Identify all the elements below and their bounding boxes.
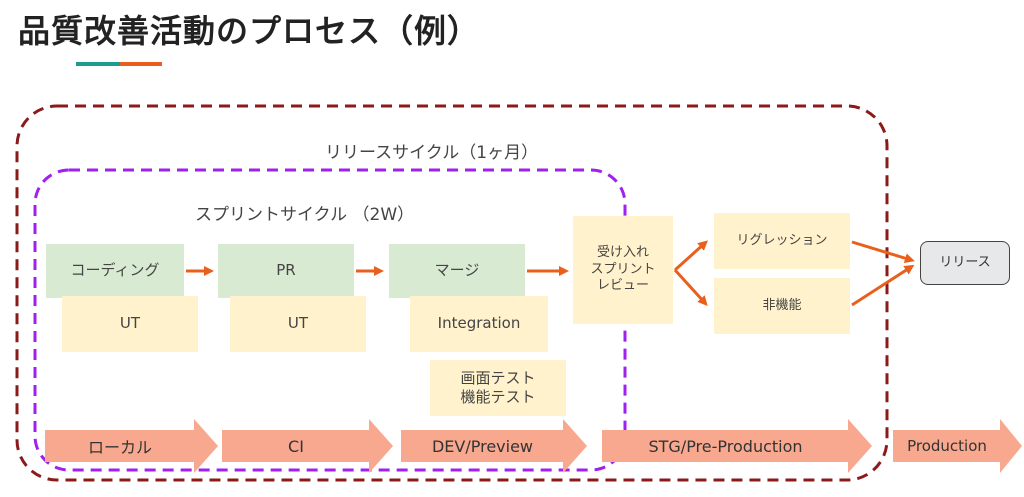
release-cycle-border (15, 104, 889, 482)
stage-arrow-production (893, 419, 1022, 473)
step-integration: Integration (410, 296, 548, 352)
step-regression: リグレッション (714, 213, 850, 269)
stage-arrow-local (45, 419, 218, 473)
step-release: リリース (920, 241, 1010, 285)
page-title: 品質改善活動のプロセス（例） (18, 12, 481, 50)
step-ut-local: UT (62, 296, 198, 352)
stage-label-production: Production (907, 437, 987, 455)
step-non-functional: 非機能 (714, 278, 850, 334)
acceptance-line-1: 受け入れ (596, 244, 649, 260)
stage-label-ci: CI (288, 436, 304, 456)
stage-label-dev-preview: DEV/Preview (431, 436, 534, 456)
step-pr: PR (218, 244, 354, 298)
stage-label-local: ローカル (87, 438, 152, 457)
title-accent-orange (120, 62, 162, 66)
stage-label-stg: STG/Pre-Production (648, 436, 803, 456)
arrow-nonfunctional-to-release (851, 264, 915, 307)
stage-arrow-ci (222, 419, 393, 473)
arrow-acceptance-to-nonfunctional (673, 268, 708, 306)
stage-arrow-stg (602, 419, 872, 473)
step-acceptance-review: 受け入れ スプリント レビュー (573, 216, 673, 324)
arrow-regression-to-release (851, 240, 915, 264)
acceptance-line-3: レビュー (596, 278, 649, 294)
acceptance-line-2: スプリント (590, 261, 656, 277)
arrow-acceptance-to-regression (673, 240, 708, 272)
step-function-test-label: 機能テスト (460, 388, 536, 406)
step-screen-function-test: 画面テスト 機能テスト (430, 360, 566, 416)
step-coding: コーディング (46, 244, 184, 298)
sprint-cycle-label: スプリントサイクル （2W） (195, 205, 415, 225)
stage-arrow-dev (401, 419, 587, 473)
step-merge: マージ (389, 244, 525, 298)
release-cycle-label: リリースサイクル（1ヶ月） (325, 143, 539, 163)
step-screen-test-label: 画面テスト (460, 368, 536, 387)
step-ut-ci: UT (230, 296, 366, 352)
title-accent-teal (76, 62, 120, 66)
